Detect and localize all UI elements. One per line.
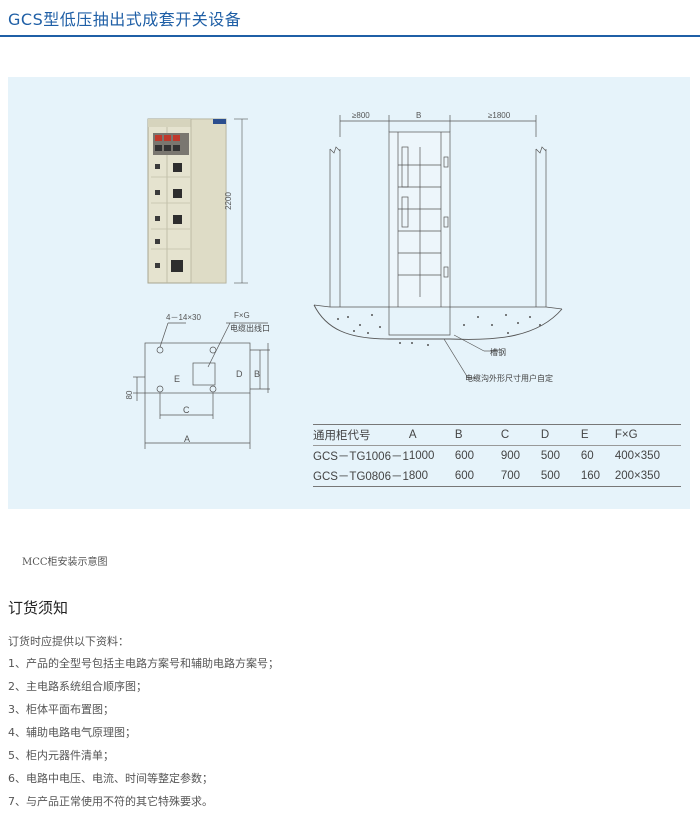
table-row: GCS－TG0806－1 800 600 700 500 160 200×350: [313, 466, 681, 487]
side-section-drawing: [313, 115, 563, 379]
dim-c-label: C: [183, 405, 190, 415]
front-clearance-label: ≥800: [352, 111, 370, 120]
cell-b: 600: [454, 450, 475, 462]
list-item: 1、产品的全型号包括主电路方案号和辅助电路方案号；: [8, 657, 279, 670]
list-item: 6、电路中电压、电流、时间等整定参数；: [8, 772, 213, 785]
dim-e-label: E: [174, 374, 180, 384]
cell-a: 800: [408, 470, 429, 482]
cabinet-photo: [147, 118, 248, 284]
list-item: 5、柜内元器件清单；: [8, 749, 114, 762]
ordering-intro: 订货时应提供以下资料：: [8, 635, 129, 648]
header-a: A: [408, 429, 417, 441]
header-e: E: [580, 429, 589, 441]
spec-table: 通用柜代号 A B C D E F×G GCS－TG1006－1 1000 60…: [313, 424, 681, 487]
list-item: 7、与产品正常使用不符的其它特殊要求。: [8, 795, 213, 808]
cell-fxg: 200×350: [614, 470, 660, 482]
page-title: GCS型低压抽出式成套开关设备: [8, 10, 242, 29]
elevation-height-label: 2200: [224, 192, 233, 210]
list-item: 4、辅助电路电气原理图；: [8, 726, 136, 739]
header-b: B: [454, 429, 463, 441]
cable-outlet-label: 电缆出线口: [230, 323, 270, 333]
cell-e: 60: [580, 450, 594, 462]
cable-trench-note: 电缆沟外形尺寸用户自定: [465, 373, 553, 383]
cell-a: 1000: [408, 450, 435, 462]
diagram-caption: MCC柜安装示意图: [22, 557, 108, 568]
installation-diagram: 2200: [125, 111, 563, 449]
fxg-label: F×G: [234, 311, 250, 320]
dim-80-label: 80: [125, 390, 134, 399]
cell-b: 600: [454, 470, 475, 482]
cell-c: 700: [500, 470, 521, 482]
back-clearance-label: ≥1800: [488, 111, 511, 120]
concrete-speckle: [337, 314, 541, 346]
ordering-heading: 订货须知: [8, 599, 69, 617]
installation-diagram-panel: 2200: [8, 77, 690, 568]
list-item: 3、柜体平面布置图；: [8, 703, 114, 716]
title-rule: [0, 35, 700, 37]
cell-code: GCS－TG1006－1: [313, 451, 409, 463]
channel-steel-label: 槽钢: [490, 347, 506, 357]
cell-fxg: 400×350: [614, 450, 660, 462]
dim-d-label: D: [236, 369, 243, 379]
hole-spec-label: 4－14×30: [166, 313, 201, 322]
header-code: 通用柜代号: [313, 430, 371, 442]
cell-d: 500: [540, 470, 561, 482]
table-header-row: 通用柜代号 A B C D E F×G: [313, 424, 681, 446]
dim-a-label: A: [184, 434, 190, 444]
header-fxg: F×G: [614, 429, 638, 441]
width-b-label: B: [416, 111, 421, 120]
cell-code: GCS－TG0806－1: [313, 471, 409, 483]
plan-view-drawing: [133, 322, 270, 449]
cell-e: 160: [580, 470, 601, 482]
list-item: 2、主电路系统组合顺序图；: [8, 680, 147, 693]
header-d: D: [540, 429, 550, 441]
header-c: C: [500, 429, 510, 441]
table-row: GCS－TG1006－1 1000 600 900 500 60 400×350: [313, 446, 681, 467]
cell-c: 900: [500, 450, 521, 462]
cell-d: 500: [540, 450, 561, 462]
dim-b-plan-label: B: [254, 369, 260, 379]
